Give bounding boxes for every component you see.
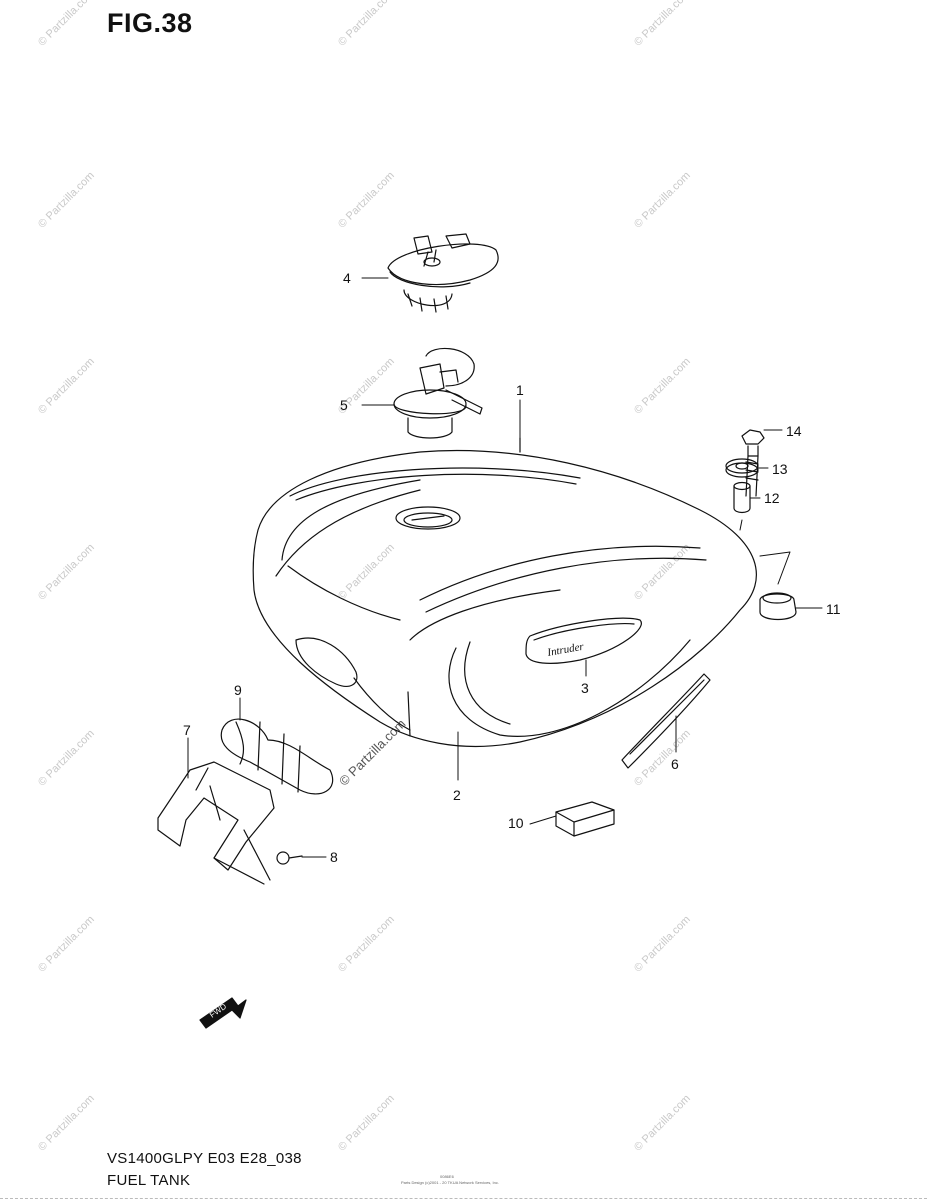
figure-title: FIG.38 xyxy=(107,8,193,38)
callout-2: 2 xyxy=(453,787,461,803)
fuel-cap-lock-part-5 xyxy=(393,347,483,439)
copyright-note: Parts Design (c)2001 - 20 TKUA Network S… xyxy=(401,1180,499,1185)
bracket-part-7 xyxy=(157,761,275,885)
collar-part-12 xyxy=(733,481,751,514)
callout-5: 5 xyxy=(340,397,348,413)
callout-4: 4 xyxy=(343,270,351,286)
callout-14: 14 xyxy=(786,423,802,439)
callout-12: 12 xyxy=(764,490,780,506)
callout-11: 11 xyxy=(826,601,841,617)
callout-7: 7 xyxy=(183,722,191,738)
forward-arrow-icon xyxy=(199,997,247,1029)
trim-strip-part-6 xyxy=(621,673,711,769)
model-code: VS1400GLPY E03 E28_038 xyxy=(107,1150,302,1167)
pad-part-10 xyxy=(555,801,615,837)
callout-10: 10 xyxy=(508,815,524,831)
callout-8: 8 xyxy=(330,849,338,865)
cushion-part-11 xyxy=(759,592,797,621)
callout-1: 1 xyxy=(516,382,524,398)
fuel-cap-part-4 xyxy=(387,233,499,313)
reference-code: 0086E6 xyxy=(440,1174,454,1179)
callout-6: 6 xyxy=(671,756,679,772)
page-border xyxy=(0,1198,927,1199)
callout-9: 9 xyxy=(234,682,242,698)
fuel-tank-part-2 xyxy=(252,437,757,748)
cushion-roll-part-9 xyxy=(220,718,334,795)
grommet-part-13 xyxy=(725,458,759,478)
screw-part-8 xyxy=(276,851,303,865)
figure-caption: FUEL TANK xyxy=(107,1172,191,1189)
leader-lines xyxy=(187,277,823,858)
callout-13: 13 xyxy=(772,461,788,477)
tank-emblem-text: Intruder xyxy=(545,641,585,659)
callout-3: 3 xyxy=(581,680,589,696)
tank-emblem-part-3 xyxy=(525,617,642,664)
